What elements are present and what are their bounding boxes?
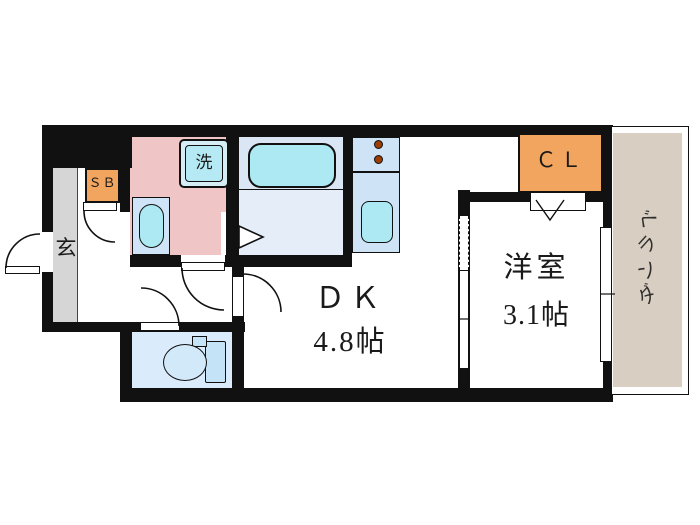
dk-floor-strip [400, 137, 458, 388]
kitchen-burner-1 [374, 140, 383, 149]
western-room-size-label: 3.1帖 [502, 300, 570, 331]
entrance-door-leaf [5, 266, 40, 274]
entrance-label: 玄 [55, 236, 77, 260]
toilet-tank [205, 341, 226, 383]
sliding-door [459, 270, 469, 369]
closet-label: ＣＬ [535, 148, 586, 172]
kitchen-sink [361, 201, 393, 243]
toilet-flush-box [192, 336, 207, 347]
wall-top [42, 125, 613, 137]
wall-bath-kitchen [343, 125, 352, 255]
entrance-door-arc [5, 233, 41, 269]
dk-label: ＤＫ [315, 282, 385, 315]
kitchen-divider-line [352, 171, 400, 173]
closet-folding-door [530, 192, 586, 211]
dk-floor-top [458, 137, 518, 192]
dk-size-label: 4.8帖 [313, 326, 387, 358]
shoe-box-label: ＳＢ [88, 175, 117, 190]
wall-washroom-bottom [130, 255, 352, 267]
bath-floor-lower [239, 189, 343, 255]
washroom-doorway [120, 212, 130, 255]
hallway-floor-gray [53, 168, 78, 322]
sliding-door-track-dashed [459, 216, 469, 270]
wall-left [42, 125, 53, 332]
corridor-floor [120, 267, 232, 322]
wall-toilet-left [120, 322, 132, 402]
bathtub [248, 143, 336, 188]
bath-door-pocket [221, 212, 226, 255]
wall-washroom-bath [226, 137, 239, 255]
dk-door-leaf [232, 276, 244, 317]
dk-floor-under-kitchen [352, 253, 400, 267]
toilet-bowl [163, 344, 207, 381]
veranda-label: ベ ラ ン ダ [634, 206, 662, 309]
vanity-basin [139, 204, 164, 248]
washing-machine-label: 洗 [195, 153, 213, 172]
toilet-door-leaf [140, 322, 180, 331]
veranda-floor [613, 133, 682, 387]
washing-machine-inner [185, 145, 223, 182]
wall-top-left-mass [42, 125, 132, 168]
kitchen-burner-2 [374, 155, 383, 164]
wall-hall-washroom [120, 168, 130, 212]
washroom-entry-door-leaf [83, 202, 117, 211]
entrance-door-gap [42, 232, 53, 272]
wall-bottom [120, 388, 613, 402]
western-room-label: 洋室 [503, 252, 570, 284]
western-room-floor [470, 202, 603, 388]
washroom-door-leaf [181, 262, 225, 271]
